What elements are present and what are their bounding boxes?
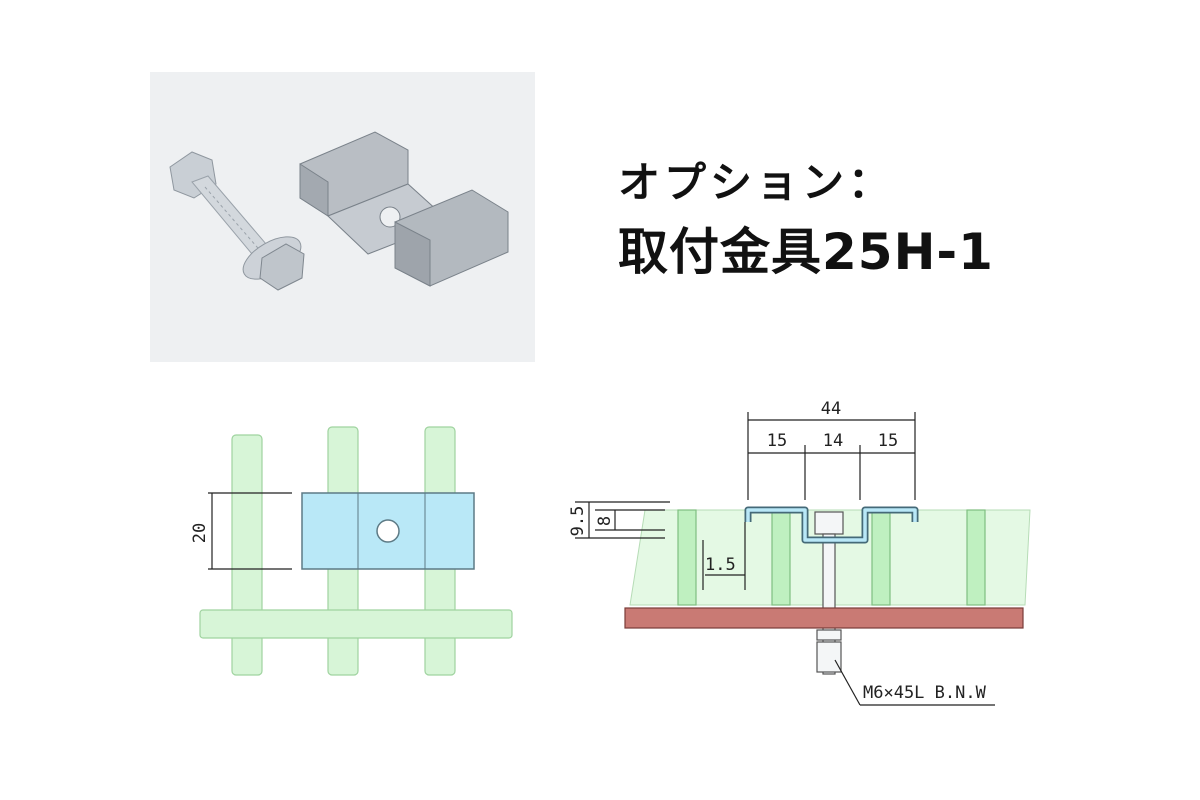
support-beam <box>624 607 1024 629</box>
dim-14-label: 14 <box>823 431 843 451</box>
dim-20-label: 20 <box>190 523 210 543</box>
bolt-image <box>169 151 305 291</box>
dim-44-label: 44 <box>821 399 841 419</box>
bolt-spec-label: M6×45L B.N.W <box>863 683 987 703</box>
bracket-plan <box>301 492 475 570</box>
bolt-spec-callout: M6×45L B.N.W <box>834 659 995 706</box>
dimension-segments: 15 14 15 <box>748 431 915 500</box>
dim-1-5-label: 1.5 <box>705 555 736 575</box>
dimension-heights: 9.5 8 <box>568 501 670 539</box>
dim-8-label: 8 <box>595 516 615 526</box>
bracket-image <box>299 131 509 287</box>
dim-15-right-label: 15 <box>878 431 898 451</box>
dim-15-left-label: 15 <box>767 431 787 451</box>
dim-9-5-label: 9.5 <box>568 506 588 537</box>
grating-bars <box>199 426 513 676</box>
product-title: オプション： 取付金具25H-1 <box>618 150 994 288</box>
section-view-diagram: 44 15 14 15 9.5 8 1.5 M6×45L B.N.W <box>568 399 1031 706</box>
title-option-label: オプション： <box>618 158 895 207</box>
product-photo <box>150 72 535 362</box>
bolt-section <box>814 511 844 675</box>
dimension-20: 20 <box>190 492 292 570</box>
title-product-name: 取付金具25H-1 <box>618 223 994 281</box>
bearing-bars <box>677 509 986 606</box>
plan-view-diagram: 20 <box>190 426 513 676</box>
dimension-thickness: 1.5 <box>702 522 746 590</box>
dimension-44: 44 <box>747 399 916 500</box>
